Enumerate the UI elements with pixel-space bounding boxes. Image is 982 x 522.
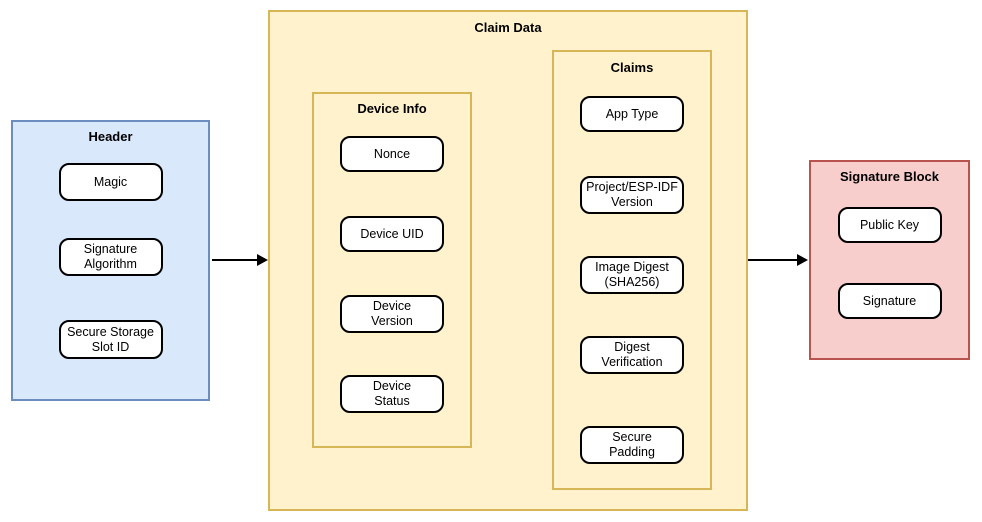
node-signature: Signature — [837, 283, 942, 319]
arrow-shaft — [212, 259, 259, 261]
node-device-version: Device Version — [340, 295, 444, 333]
node-public-key: Public Key — [837, 207, 942, 243]
node-magic: Magic — [58, 163, 163, 201]
signature-block-group-title: Signature Block — [840, 169, 939, 184]
device-info-group: Device Info Nonce Device UID Device Vers… — [312, 92, 472, 448]
node-device-uid: Device UID — [340, 216, 444, 252]
arrow-head-icon — [257, 254, 268, 266]
node-signature-algorithm: Signature Algorithm — [58, 238, 163, 276]
signature-block-group: Signature Block Public Key Signature — [809, 160, 970, 360]
node-digest-verification: Digest Verification — [580, 336, 684, 374]
header-group: Header Magic Signature Algorithm Secure … — [11, 120, 210, 401]
node-device-status: Device Status — [340, 375, 444, 413]
node-app-type: App Type — [580, 96, 684, 132]
node-project-esp-idf-version: Project/ESP-IDF Version — [580, 176, 684, 214]
node-nonce: Nonce — [340, 136, 444, 172]
device-info-group-title: Device Info — [357, 101, 427, 116]
node-secure-storage-slot-id: Secure Storage Slot ID — [58, 320, 163, 359]
arrow-shaft — [748, 259, 799, 261]
header-group-title: Header — [88, 129, 133, 144]
claims-group: Claims App Type Project/ESP-IDF Version … — [552, 50, 712, 490]
node-image-digest-sha256: Image Digest (SHA256) — [580, 256, 684, 294]
arrow-claim-data-to-signature-block — [748, 254, 808, 266]
claims-group-title: Claims — [610, 60, 654, 75]
node-secure-padding: Secure Padding — [580, 426, 684, 464]
arrow-header-to-claim-data — [212, 254, 268, 266]
claim-data-group-title: Claim Data — [474, 20, 542, 35]
arrow-head-icon — [797, 254, 808, 266]
claim-data-group: Claim Data Device Info Nonce Device UID … — [268, 10, 748, 511]
